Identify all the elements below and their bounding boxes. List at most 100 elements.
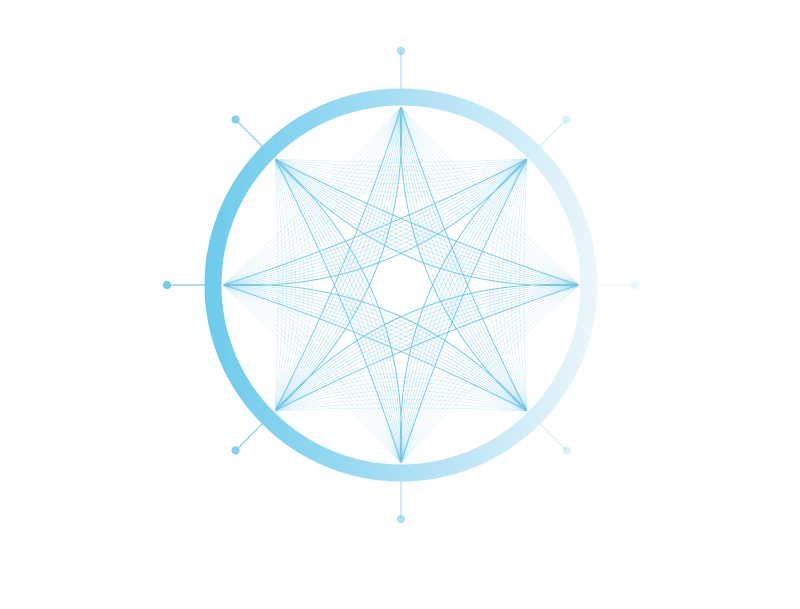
petal-strand — [274, 158, 580, 286]
feather-strand — [275, 158, 527, 163]
feather-strand — [274, 373, 528, 412]
feather-strand — [275, 158, 527, 167]
spoke-node — [231, 446, 240, 455]
petal-strand — [274, 158, 402, 464]
spoke-lines — [167, 51, 635, 519]
petal-strand — [222, 158, 528, 286]
petal-strand — [222, 158, 528, 286]
petal-strand — [274, 158, 402, 464]
petal-strand — [400, 158, 528, 464]
petal-strand — [274, 158, 402, 464]
feather-strand — [514, 159, 528, 411]
petal-strand — [274, 158, 403, 464]
petal-strand — [222, 158, 528, 286]
petal-strand — [274, 158, 580, 286]
feather-strand — [400, 106, 580, 286]
petal-strand — [274, 106, 402, 412]
spoke-line — [235, 423, 263, 451]
feather-strand — [274, 158, 528, 197]
feather-strand — [274, 159, 279, 411]
spoke-node — [396, 514, 406, 524]
feather-strand — [275, 398, 527, 412]
feather-strand — [275, 381, 527, 412]
petal-strand — [222, 284, 528, 412]
feather-strand — [222, 284, 402, 464]
feather-strand — [222, 284, 402, 464]
feather-strand — [514, 159, 528, 411]
petal-strand — [274, 158, 402, 464]
feather-strand — [275, 407, 527, 412]
petal-strand — [400, 106, 528, 412]
petal-strand — [222, 158, 528, 286]
petal-strand — [400, 106, 528, 412]
petal-strand — [222, 283, 528, 412]
feather-strand — [400, 284, 580, 464]
petal-strand — [222, 284, 528, 412]
feather-strand — [222, 284, 402, 464]
feather-strand — [400, 106, 580, 286]
feather-strand — [222, 106, 402, 286]
feather-strand — [275, 385, 527, 412]
feather-strand — [400, 284, 580, 464]
feather-strand — [222, 284, 402, 464]
feather-strand — [400, 284, 580, 464]
petal-strand — [274, 284, 580, 412]
petal-strand — [274, 106, 402, 412]
petal-strand — [399, 106, 528, 412]
feather-strand — [274, 159, 296, 411]
petal-strand — [400, 106, 528, 412]
feather-strand — [274, 159, 283, 411]
petal-strand — [274, 106, 402, 412]
petal-strand — [400, 158, 528, 464]
petal-strand — [274, 158, 580, 286]
feather-strand — [222, 106, 402, 286]
feather-strand — [274, 159, 292, 411]
feather-strand — [275, 158, 527, 180]
feather-strand — [222, 284, 402, 464]
petal-strand — [274, 106, 402, 412]
feather-strand — [400, 106, 580, 286]
petal-strand — [400, 158, 528, 464]
feather-strand — [275, 158, 527, 180]
petal-strand — [274, 158, 402, 464]
feather-strand — [400, 106, 580, 286]
petal-strand — [400, 158, 528, 464]
feather-strand — [497, 159, 528, 411]
petal-strand — [274, 158, 580, 286]
feather-strand — [275, 394, 527, 412]
petal-strand — [400, 158, 528, 464]
petal-strand — [400, 158, 528, 464]
petal-strand — [274, 284, 580, 412]
feather-strand — [400, 106, 580, 286]
petal-strand — [274, 158, 402, 464]
petal-strand — [222, 158, 528, 287]
feather-strand — [400, 284, 580, 464]
feather-strand — [501, 159, 528, 411]
feather-strand — [400, 106, 580, 286]
feather-strand — [275, 158, 527, 176]
petal-strand — [222, 284, 528, 412]
petal-strand — [400, 158, 528, 464]
petal-strand — [222, 158, 528, 286]
spoke-node — [562, 115, 571, 124]
feather-strand — [274, 158, 528, 193]
petal-strand — [274, 158, 580, 286]
feather-strand — [274, 158, 528, 197]
feather-strand — [274, 159, 301, 411]
spoke-line — [235, 119, 263, 147]
feather-strand — [222, 106, 402, 286]
feather-strand — [400, 106, 580, 286]
feather-strand — [400, 106, 580, 286]
feather-strand — [400, 106, 580, 286]
petal-strand — [399, 158, 528, 464]
feather-strand — [222, 284, 402, 464]
feather-strand — [497, 159, 528, 411]
spoke-node — [562, 446, 571, 455]
feather-strand — [275, 390, 527, 412]
feather-strand — [400, 106, 580, 286]
feather-strand — [222, 284, 402, 464]
petal-strand — [274, 284, 580, 412]
feather-strand — [400, 284, 580, 464]
petal-strand — [274, 284, 580, 412]
